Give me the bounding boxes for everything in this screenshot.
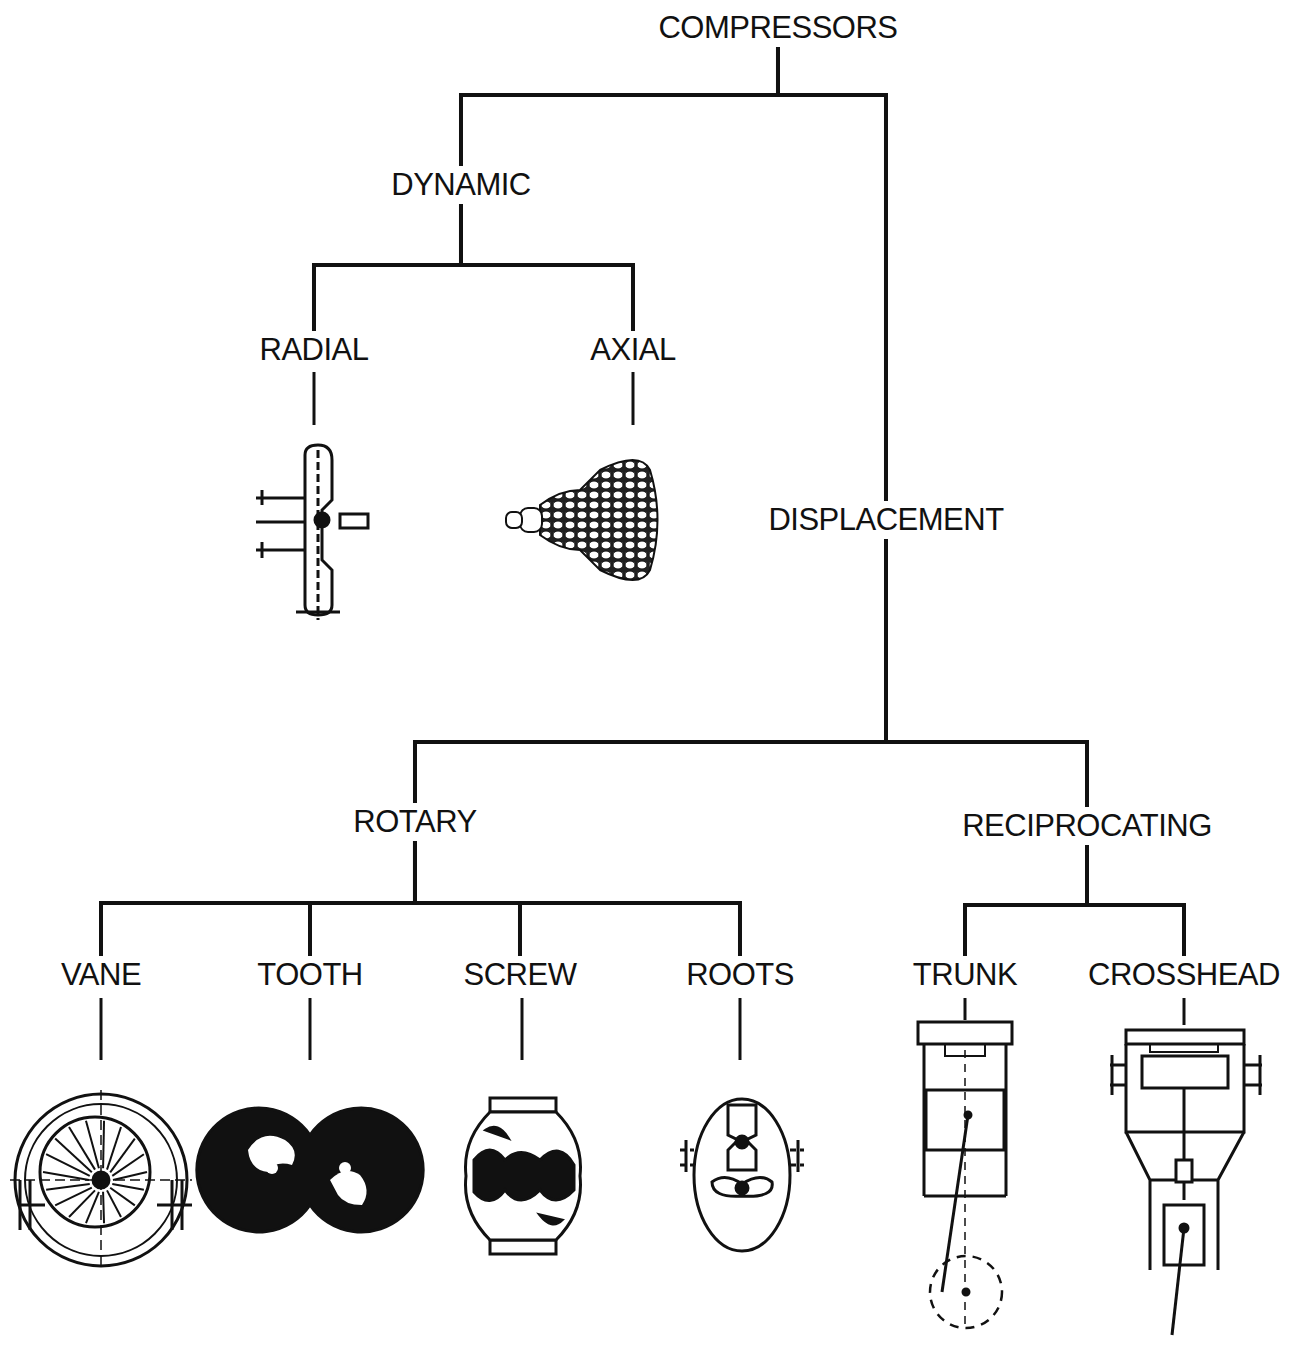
tree-connector bbox=[965, 845, 1087, 956]
leader-line bbox=[964, 998, 967, 1020]
tree-connector bbox=[1087, 845, 1184, 956]
node-text: ROOTS bbox=[686, 958, 794, 992]
node-text: RADIAL bbox=[260, 333, 369, 367]
node-text: ROTARY bbox=[353, 805, 476, 839]
node-text: DISPLACEMENT bbox=[768, 503, 1003, 537]
node-text: SCREW bbox=[464, 958, 577, 992]
leader-line bbox=[632, 372, 635, 425]
node-text: CROSSHEAD bbox=[1088, 958, 1280, 992]
tree-label: TOOTH bbox=[253, 956, 366, 994]
tooth-compressor bbox=[197, 1108, 423, 1232]
tree-connector bbox=[886, 539, 1087, 807]
tree-label: DISPLACEMENT bbox=[764, 501, 1007, 539]
node-text: VANE bbox=[61, 958, 141, 992]
tree-label: ROTARY bbox=[349, 803, 480, 841]
vane-blade bbox=[86, 1121, 99, 1168]
screw-compressor bbox=[466, 1098, 581, 1254]
tree-label: AXIAL bbox=[586, 331, 679, 369]
tree-label: COMPRESSORS bbox=[654, 9, 901, 47]
tree-connector bbox=[314, 204, 461, 331]
tree-connector bbox=[461, 47, 778, 166]
vane-blade bbox=[102, 1121, 105, 1168]
leader-line bbox=[313, 372, 316, 425]
vane-blade bbox=[69, 1127, 95, 1170]
vane-blade bbox=[110, 1139, 135, 1173]
trunk-piston-compressor bbox=[918, 1022, 1012, 1330]
leader-line bbox=[100, 998, 103, 1060]
tree-connector bbox=[778, 47, 886, 501]
tree-label: VANE bbox=[57, 956, 145, 994]
node-text: RECIPROCATING bbox=[962, 809, 1212, 843]
vane-blade bbox=[107, 1127, 121, 1170]
tree-label: RADIAL bbox=[256, 331, 373, 369]
tree-connector bbox=[415, 539, 886, 803]
axial-compressor bbox=[506, 460, 658, 580]
roots-blower bbox=[680, 1099, 804, 1251]
vane-blade bbox=[112, 1154, 144, 1176]
vane-blade bbox=[112, 1184, 144, 1190]
vane-blade bbox=[55, 1188, 92, 1206]
tree-label: SCREW bbox=[460, 956, 581, 994]
node-text: AXIAL bbox=[590, 333, 675, 367]
tree-label: DYNAMIC bbox=[387, 166, 534, 204]
tree-label: TRUNK bbox=[909, 956, 1021, 994]
tree-connector bbox=[415, 841, 740, 956]
tree-connector bbox=[101, 841, 415, 956]
node-text: TRUNK bbox=[913, 958, 1017, 992]
leader-line bbox=[1183, 998, 1186, 1025]
node-text: DYNAMIC bbox=[391, 168, 530, 202]
vane-blade bbox=[102, 1192, 105, 1223]
tree-label: CROSSHEAD bbox=[1084, 956, 1284, 994]
leader-line bbox=[309, 998, 312, 1060]
tree-connector bbox=[310, 841, 415, 956]
vane-blade bbox=[113, 1172, 147, 1180]
crosshead-compressor bbox=[1110, 1030, 1262, 1335]
tree-connector bbox=[461, 204, 633, 331]
node-text: COMPRESSORS bbox=[658, 11, 897, 45]
tree-label: RECIPROCATING bbox=[958, 807, 1216, 845]
vane-blade bbox=[107, 1190, 121, 1217]
vane-blade bbox=[69, 1190, 95, 1217]
leader-line bbox=[521, 998, 524, 1060]
vane-blade bbox=[46, 1184, 90, 1190]
vane-compressor bbox=[10, 1090, 192, 1270]
node-text: TOOTH bbox=[257, 958, 362, 992]
radial-compressor bbox=[256, 445, 368, 620]
leader-line bbox=[739, 998, 742, 1060]
tree-label: ROOTS bbox=[682, 956, 798, 994]
tree-connector bbox=[415, 841, 520, 956]
